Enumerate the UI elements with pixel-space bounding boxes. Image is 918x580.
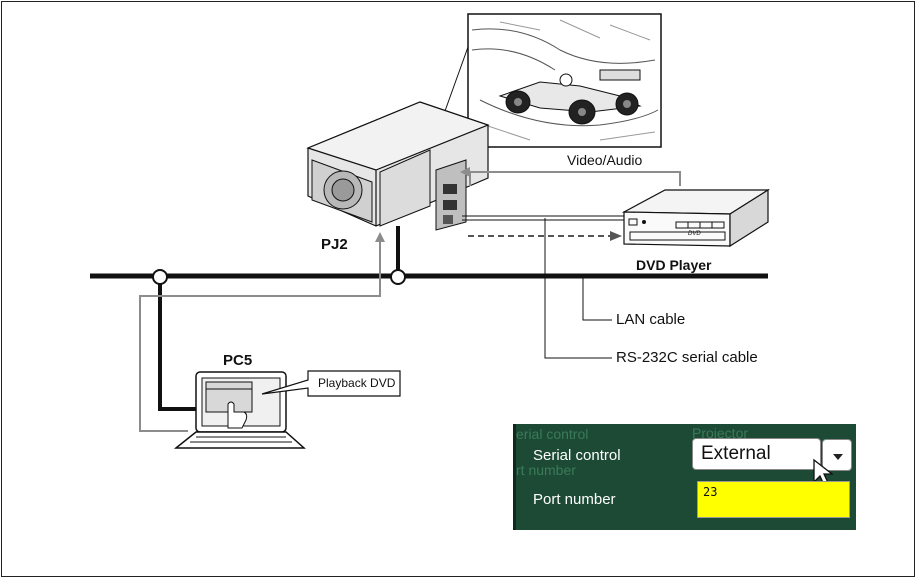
video-audio-cable — [469, 171, 681, 186]
video-audio-arrow — [460, 167, 470, 177]
video-audio-label: Video/Audio — [567, 152, 643, 168]
serial-cable-label: RS-232C serial cable — [616, 349, 758, 366]
dvd-player-device — [621, 188, 771, 248]
dvd-logo: DVD — [688, 231, 701, 237]
port-number-label: Port number — [533, 491, 616, 508]
ghost-serial-text: erial control — [516, 426, 589, 442]
chevron-down-icon — [833, 454, 843, 460]
pc-label: PC5 — [223, 352, 253, 369]
serial-cable-leader — [544, 218, 612, 359]
serial-control-dropdown-button[interactable] — [822, 439, 852, 471]
projector-device — [306, 101, 490, 231]
ghost-port-text: rt number — [516, 462, 576, 478]
projector-label: PJ2 — [321, 236, 348, 253]
pc-control-path — [139, 240, 381, 432]
lan-cable-label: LAN cable — [616, 311, 686, 328]
laptop-pc5 — [173, 371, 306, 449]
projected-image — [467, 13, 662, 148]
callout-text: Playback DVD — [318, 376, 396, 390]
pc-lan-node — [152, 269, 168, 285]
serial-control-value: External — [701, 443, 771, 464]
port-number-input[interactable]: 23 — [697, 481, 850, 518]
callout-bubble — [261, 370, 401, 397]
dvd-player-label: DVD Player — [636, 257, 712, 273]
serial-control-label: Serial control — [533, 447, 621, 464]
serial-control-select[interactable]: External — [692, 438, 852, 471]
projector-lan-node — [390, 269, 406, 285]
zoom-line-left — [444, 46, 469, 112]
lan-cable-leader — [582, 276, 612, 321]
settings-panel: erial control Projector rt number Serial… — [513, 424, 856, 530]
pc-lan-cable — [158, 284, 196, 411]
ghost-projector-text: Projector — [692, 425, 749, 441]
